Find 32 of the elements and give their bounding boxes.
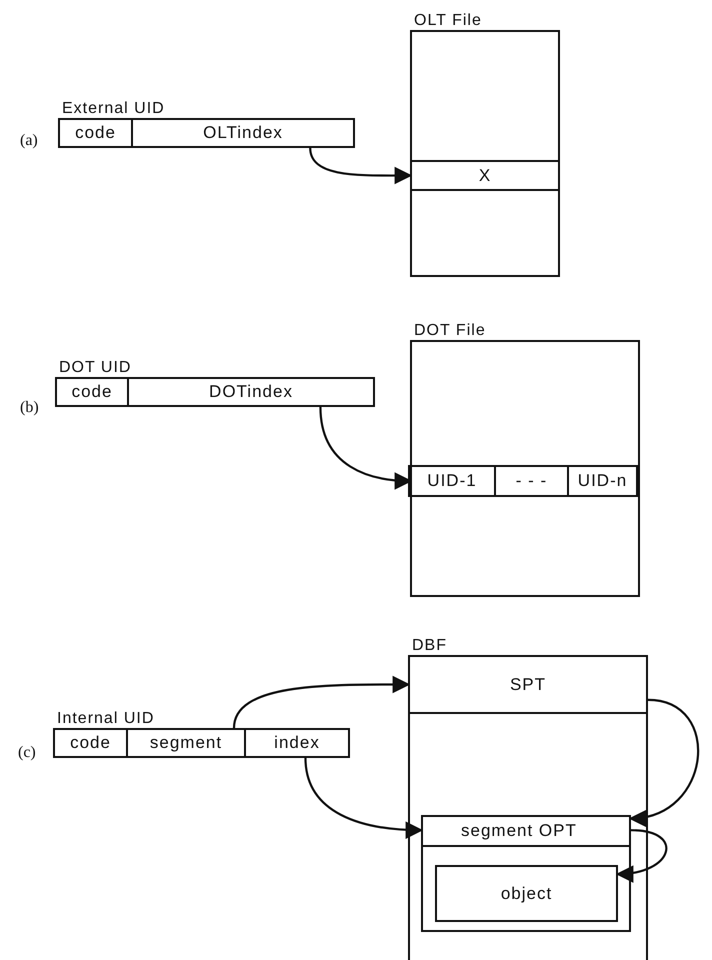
field-label: code [70, 733, 111, 753]
heading-label: Internal UID [57, 710, 154, 728]
arrow [232, 676, 410, 728]
field-label: object [500, 884, 552, 904]
field-label: code [72, 382, 112, 402]
table-box [421, 815, 631, 932]
table-row [410, 465, 640, 497]
header-label: segment OPT [423, 817, 629, 847]
object-box [435, 865, 618, 922]
panel-label: (c) [18, 744, 36, 762]
heading-label: OLT File [414, 12, 482, 30]
panel-label: (a) [20, 132, 38, 150]
field-label: SPT [510, 674, 546, 694]
field-label: segment [150, 733, 222, 753]
heading-label: External UID [62, 100, 165, 118]
field-label: UID-n [578, 471, 628, 491]
field-label: index [274, 733, 320, 753]
field-label: - - - [516, 471, 548, 491]
arrow [309, 148, 412, 184]
field-label: OLTindex [203, 123, 283, 143]
arrow [628, 698, 699, 826]
panel-label: (b) [20, 399, 39, 417]
field-label: DOTindex [209, 382, 293, 402]
heading-label: DOT UID [59, 359, 132, 377]
arrow [616, 829, 668, 882]
heading-label: DBF [412, 637, 447, 655]
field-label: X [478, 166, 492, 186]
field-label: code [75, 123, 116, 143]
table-row [410, 160, 560, 191]
arrow [304, 758, 424, 839]
heading-label: DOT File [414, 322, 486, 340]
field-label: UID-1 [427, 471, 477, 491]
